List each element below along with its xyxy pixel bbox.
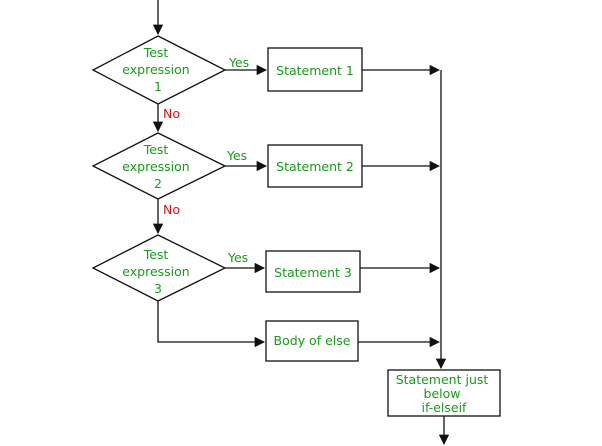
final-statement-text: Statement just below if-elseif	[396, 372, 493, 415]
statement-3-label: Statement 3	[274, 265, 352, 280]
else-box	[265, 320, 359, 362]
no-1-label: No	[163, 106, 180, 121]
yes-3-label: Yes	[227, 250, 248, 265]
statement-2-box	[267, 144, 363, 188]
final-statement-box	[387, 369, 501, 417]
no-2-label: No	[163, 202, 180, 217]
decision-1-text: Test expression 1	[122, 45, 193, 94]
statement-3-box	[265, 250, 361, 293]
statement-1-label: Statement 1	[276, 63, 354, 78]
else-arrow	[157, 301, 266, 348]
decision-3-text: Test expression 3	[122, 247, 193, 296]
else-label: Body of else	[274, 333, 351, 348]
statement-2-label: Statement 2	[276, 159, 354, 174]
yes-2-label: Yes	[226, 148, 247, 163]
yes-1-label: Yes	[228, 55, 249, 70]
decision-2-text: Test expression 2	[122, 142, 193, 191]
